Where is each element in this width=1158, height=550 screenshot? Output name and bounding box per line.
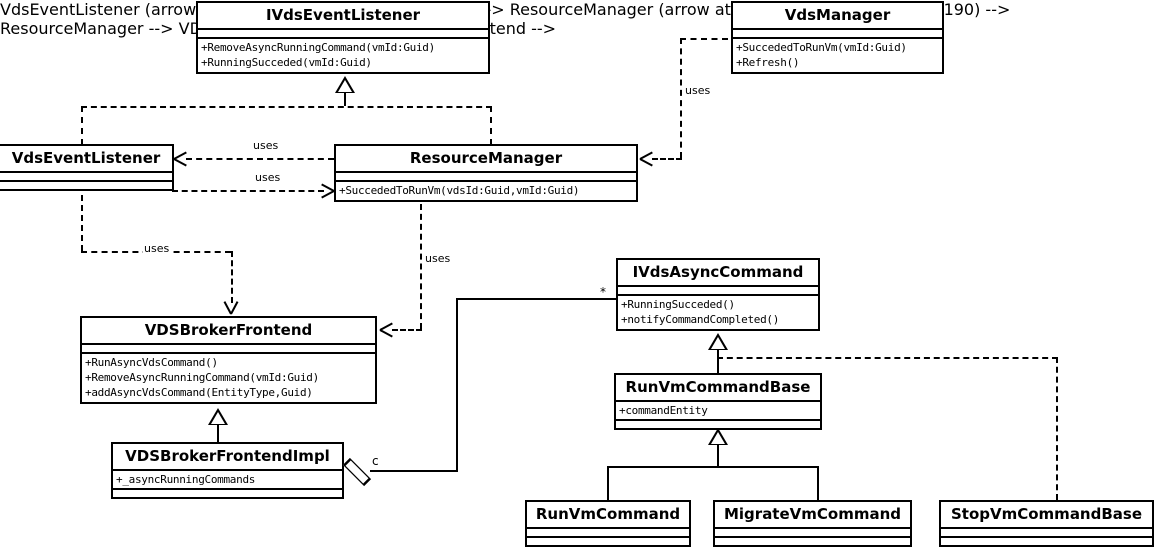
edge-label-uses-rm-to-vel: uses (252, 139, 280, 152)
class-name-stopvmcommandbase: StopVmCommandBase (950, 505, 1143, 523)
attribute-item: +commandEntity (619, 404, 708, 417)
operation-item: +RunningSucceded(vmId:Guid) (201, 56, 372, 69)
class-vdsbrokerfrontend[interactable]: VDSBrokerFrontend +RunAsyncVdsCommand() … (80, 316, 377, 404)
class-operations-vdsmanager: +SuccededToRunVm(vmId:Guid) +Refresh() (733, 37, 942, 72)
class-attributes-vdsbrokerfrontend (82, 343, 375, 352)
class-migratevmcommand[interactable]: MigrateVmCommand (713, 500, 912, 547)
dependency-vdsmanager-to-rm-line (652, 158, 682, 160)
generalization-stem-runvmcommandbase (717, 349, 719, 374)
generalization-stem-subcommands (717, 444, 719, 467)
class-name-vdsbrokerfrontendimpl: VDSBrokerFrontendImpl (125, 447, 330, 465)
dependency-vel-to-frontend-vertical (231, 251, 233, 303)
class-runvmcommand[interactable]: RunVmCommand (525, 500, 691, 547)
generalization-bus-subcommands (607, 466, 819, 468)
class-attributes-stopvmcommandbase (941, 527, 1152, 536)
operation-item: +Refresh() (736, 56, 800, 69)
realization-stem-ivdseventlistener (344, 92, 346, 106)
aggregation-diamond (342, 457, 372, 487)
realization-dashed-spine (81, 106, 492, 108)
class-ivdsasynccommand[interactable]: IVdsAsyncCommand +RunningSucceded() +not… (616, 258, 820, 331)
class-attributes-vdsmanager (733, 28, 942, 37)
generalization-drop-migratevmcommand (817, 466, 819, 500)
dependency-rm-to-frontend-line (392, 329, 422, 331)
class-operations-runvmcommandbase (616, 419, 820, 428)
edge-label-uses-rm-to-frontend: uses (424, 252, 452, 265)
class-operations-stopvmcommandbase (941, 536, 1152, 545)
class-operations-ivdseventlistener: +RemoveAsyncRunningCommand(vmId:Guid) +R… (198, 37, 488, 72)
class-resourcemanager[interactable]: ResourceManager +SuccededToRunVm(vdsId:G… (334, 144, 638, 202)
dependency-vdsmanager-vertical (680, 38, 682, 158)
class-attributes-vdseventlistener (0, 171, 172, 180)
class-attributes-runvmcommandbase: +commandEntity (616, 400, 820, 419)
class-operations-resourcemanager: +SuccededToRunVm(vdsId:Guid,vmId:Guid) (336, 180, 636, 200)
generalization-stem-vdsbrokerfrontendimpl (217, 424, 219, 443)
operation-item: +notifyCommandCompleted() (621, 313, 780, 326)
operation-item: +RunningSucceded() (621, 298, 735, 311)
class-name-migratevmcommand: MigrateVmCommand (723, 505, 902, 523)
class-operations-vdsbrokerfrontendimpl (113, 488, 342, 497)
multiplicity-star-label: * (600, 285, 606, 299)
class-name-ivdseventlistener: IVdsEventListener (265, 6, 421, 24)
class-attributes-resourcemanager (336, 171, 636, 180)
class-name-resourcemanager: ResourceManager (409, 149, 563, 167)
dependency-rm-to-frontend-vertical (420, 204, 422, 329)
operation-item: +RunAsyncVdsCommand() (85, 356, 218, 369)
operation-item: +SuccededToRunVm(vdsId:Guid,vmId:Guid) (339, 184, 580, 197)
dependency-rm-to-vel-line (186, 158, 334, 160)
dependency-vel-to-rm-line (172, 190, 324, 192)
class-operations-vdsbrokerfrontend: +RunAsyncVdsCommand() +RemoveAsyncRunnin… (82, 352, 375, 402)
class-operations-runvmcommand (527, 536, 689, 545)
class-name-runvmcommand: RunVmCommand (535, 505, 681, 523)
operation-item: +SuccededToRunVm(vmId:Guid) (736, 41, 907, 54)
edge-label-uses-vdsmanager-to-rm: uses (684, 84, 712, 97)
class-name-vdseventlistener: VdsEventListener (11, 149, 161, 167)
aggregation-segment-bottom (370, 470, 458, 472)
class-vdsmanager[interactable]: VdsManager +SuccededToRunVm(vmId:Guid) +… (731, 1, 944, 74)
class-name-vdsmanager: VdsManager (784, 6, 891, 24)
class-stopvmcommandbase[interactable]: StopVmCommandBase (939, 500, 1154, 547)
class-attributes-vdsbrokerfrontendimpl: +_asyncRunningCommands (113, 469, 342, 488)
realization-dashed-right-drop (490, 106, 492, 145)
dependency-vel-to-rm-arrowhead (320, 184, 334, 198)
class-attributes-ivdseventlistener (198, 28, 488, 37)
attribute-item: +_asyncRunningCommands (116, 473, 256, 486)
aggregation-segment-top (456, 298, 616, 300)
class-attributes-migratevmcommand (715, 527, 910, 536)
dependency-rm-to-vel-arrowhead (174, 152, 188, 166)
operation-item: +RemoveAsyncRunningCommand(vmId:Guid) (201, 41, 435, 54)
class-vdseventlistener[interactable]: VdsEventListener (0, 144, 174, 191)
edge-label-uses-vel-to-rm: uses (254, 171, 282, 184)
aggregation-segment-vertical (456, 298, 458, 472)
class-name-ivdsasynccommand: IVdsAsyncCommand (632, 263, 804, 281)
class-ivdseventlistener[interactable]: IVdsEventListener +RemoveAsyncRunningCom… (196, 1, 490, 74)
generalization-drop-runvmcommand (607, 466, 609, 500)
class-attributes-runvmcommand (527, 527, 689, 536)
class-vdsbrokerfrontendimpl[interactable]: VDSBrokerFrontendImpl +_asyncRunningComm… (111, 442, 344, 499)
class-operations-migratevmcommand (715, 536, 910, 545)
realization-dashed-left-drop (81, 106, 83, 145)
class-name-runvmcommandbase: RunVmCommandBase (625, 378, 811, 396)
realization-stopvm-vertical (1056, 357, 1058, 500)
class-runvmcommandbase[interactable]: RunVmCommandBase +commandEntity (614, 373, 822, 430)
dependency-vdsmanager-top-line (680, 38, 728, 40)
class-name-vdsbrokerfrontend: VDSBrokerFrontend (144, 321, 313, 339)
edge-label-uses-vel-to-frontend: uses (143, 242, 171, 255)
realization-stopvm-horizontal (717, 357, 1058, 359)
class-operations-ivdsasynccommand: +RunningSucceded() +notifyCommandComplet… (618, 294, 818, 329)
aggregation-role-label: c (372, 454, 379, 468)
operation-item: +RemoveAsyncRunningCommand(vmId:Guid) (85, 371, 319, 384)
dependency-vel-to-frontend-drop (81, 195, 83, 251)
class-attributes-ivdsasynccommand (618, 285, 818, 294)
operation-item: +addAsyncVdsCommand(EntityType,Guid) (85, 386, 313, 399)
dependency-vdsmanager-to-rm-arrowhead (640, 152, 654, 166)
dependency-vel-to-frontend-arrowhead (224, 300, 238, 314)
class-operations-vdseventlistener (0, 180, 172, 189)
dependency-rm-to-frontend-arrowhead (380, 323, 394, 337)
